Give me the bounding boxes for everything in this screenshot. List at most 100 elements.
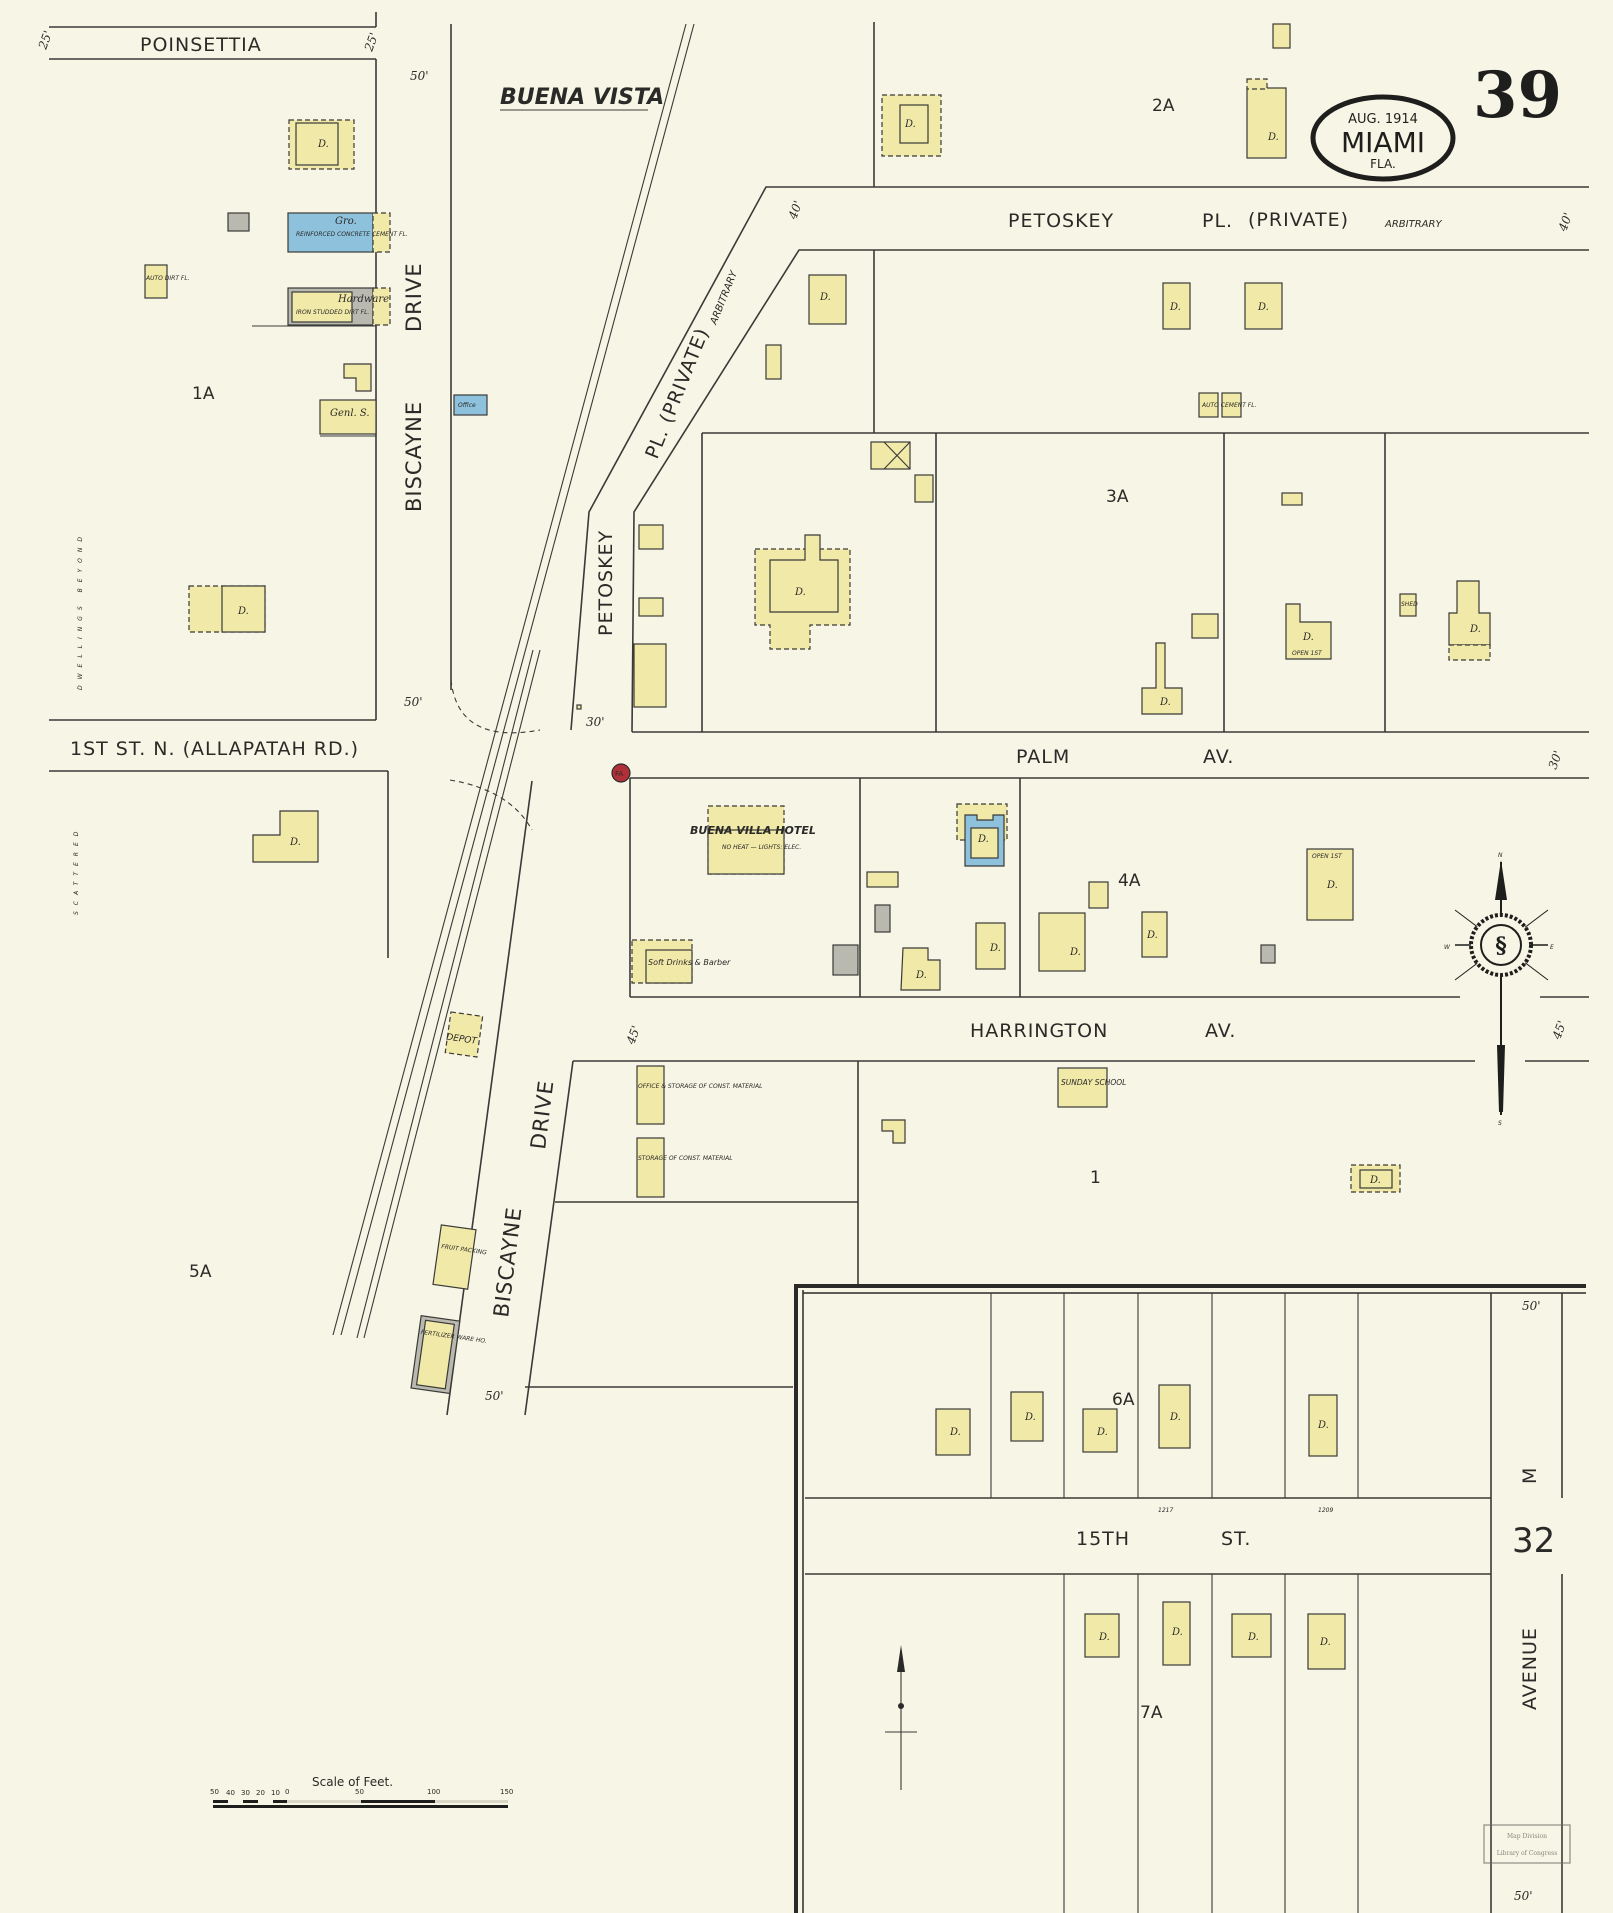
building-small bbox=[638, 597, 664, 617]
street-label-private: (PRIVATE) bbox=[1248, 209, 1349, 231]
sheet-state: FLA. bbox=[1370, 157, 1396, 171]
building-label: D. bbox=[989, 943, 1001, 954]
building-note: AUTO DIRT FL. bbox=[145, 275, 190, 282]
street-label-petoskey: PETOSKEY bbox=[1008, 210, 1114, 232]
sheet-date: AUG. 1914 bbox=[1348, 112, 1418, 127]
building-note: AUTO CEMENT FL. bbox=[1201, 402, 1257, 409]
street-width: 25' bbox=[35, 29, 55, 52]
building-label: D. bbox=[1169, 1412, 1181, 1423]
sheet-number: 39 bbox=[1473, 58, 1562, 133]
building-grocery bbox=[287, 212, 374, 253]
street-label-petoskey-diagonal: PETOSKEY bbox=[595, 530, 617, 636]
street-width: 25' bbox=[361, 31, 381, 54]
scale-tick: 0 bbox=[285, 1788, 289, 1796]
building-dwelling bbox=[1141, 642, 1183, 715]
street-width: 30' bbox=[1546, 749, 1566, 771]
street-label-drive: DRIVE bbox=[402, 262, 426, 332]
scale-title: Scale of Feet. bbox=[312, 1775, 393, 1789]
building-label: D. bbox=[904, 119, 916, 130]
building-dwelling bbox=[1158, 1384, 1191, 1449]
building-auto-garage bbox=[1191, 613, 1219, 639]
building-label: D. bbox=[1319, 1637, 1331, 1648]
building-label: SHED bbox=[1401, 601, 1418, 608]
scale-tick: 30 bbox=[241, 1789, 250, 1797]
street-width: 50' bbox=[404, 695, 423, 709]
building-dwelling bbox=[975, 922, 1006, 970]
building-note: IRON STUDDED DIRT FL. bbox=[296, 309, 369, 316]
street-label-biscayne: BISCAYNE bbox=[402, 401, 426, 512]
building-auto-garage bbox=[144, 264, 168, 299]
street-label-palm: PALM bbox=[1016, 746, 1070, 768]
inset-border bbox=[794, 1284, 1586, 1913]
building-label: D. bbox=[1302, 632, 1314, 643]
building-label: D. bbox=[1159, 697, 1171, 708]
building-general-store bbox=[319, 399, 377, 435]
building-label: DEPOT bbox=[446, 1033, 479, 1047]
building-dwelling bbox=[1231, 1613, 1272, 1658]
building-auto-garage bbox=[1198, 392, 1219, 418]
building-office bbox=[453, 394, 488, 416]
street-label-pl: PL. bbox=[1202, 210, 1233, 232]
building-label: Genl. S. bbox=[330, 408, 370, 419]
building-dwelling bbox=[935, 1408, 971, 1456]
building-dwelling bbox=[1272, 23, 1291, 49]
compass-n: N bbox=[1498, 852, 1503, 859]
building-label: D. bbox=[1369, 1175, 1381, 1186]
building-label: D. bbox=[317, 139, 329, 150]
building-dwelling bbox=[1038, 912, 1086, 972]
building-note: REINFORCED CONCRETE CEMENT FL. bbox=[296, 231, 408, 238]
building-depot: DEPOT bbox=[444, 1011, 484, 1058]
compass-w: W bbox=[1444, 944, 1451, 951]
building-label: D. bbox=[1317, 1420, 1329, 1431]
scale-tick: 10 bbox=[271, 1789, 280, 1797]
house-number: 1209 bbox=[1318, 1507, 1333, 1514]
street-width: 50' bbox=[1522, 1299, 1541, 1313]
svg-text:§: § bbox=[1495, 933, 1507, 959]
building-label: D. bbox=[1146, 930, 1158, 941]
building-label: Gro. bbox=[335, 216, 357, 227]
building-dwelling bbox=[881, 1119, 906, 1144]
building-motor-shed bbox=[765, 344, 782, 380]
street-label-arbitrary: ARBITRARY bbox=[1384, 219, 1442, 230]
note-scattered: SCATTERED bbox=[73, 826, 80, 915]
building-label: D. bbox=[237, 606, 249, 617]
building-label: Office bbox=[458, 402, 476, 409]
building-small bbox=[914, 474, 934, 503]
building-dwelling bbox=[1010, 1391, 1044, 1442]
building-label: D. bbox=[949, 1427, 961, 1438]
adjoining-sheet-number: 32 bbox=[1512, 1521, 1555, 1561]
scale-tick: 40 bbox=[226, 1789, 235, 1797]
street-width: 40' bbox=[785, 199, 805, 222]
library-stamp: Map Division Library of Congress bbox=[1483, 1824, 1571, 1864]
building-dwelling bbox=[1244, 282, 1283, 330]
building-small-storage bbox=[227, 212, 250, 232]
scale-tick: 150 bbox=[500, 1788, 513, 1796]
building-label: D. bbox=[1267, 132, 1279, 143]
building-dwelling bbox=[252, 810, 319, 863]
stamp-line: Map Division bbox=[1507, 1833, 1547, 1840]
area-label-buena-vista: BUENA VISTA bbox=[500, 85, 664, 110]
street-label-15th-st: ST. bbox=[1221, 1528, 1251, 1550]
building-small bbox=[866, 871, 899, 888]
building-sunday-school bbox=[1057, 1067, 1108, 1108]
building-shop bbox=[343, 363, 372, 392]
building-label: D. bbox=[289, 837, 301, 848]
building-label: D. bbox=[1257, 302, 1269, 313]
scale-tick: 20 bbox=[256, 1789, 265, 1797]
building-dwelling bbox=[1162, 1601, 1191, 1666]
block-number: 5A bbox=[189, 1262, 212, 1282]
building-office-storage bbox=[636, 1065, 665, 1125]
building-dwelling bbox=[1448, 580, 1491, 646]
building-auto-garage bbox=[874, 904, 891, 933]
street-label-15th: 15TH bbox=[1076, 1528, 1130, 1550]
buildings: D. Gro. REINFORCED CONCRETE CEMENT FL. A… bbox=[144, 23, 1491, 1670]
scale-tick: 50 bbox=[355, 1788, 364, 1796]
block-number: 1A bbox=[192, 384, 215, 404]
scale-bar: Scale of Feet. 50 40 30 20 10 0 50 100 1… bbox=[210, 1775, 513, 1808]
building-auto-garage bbox=[1088, 881, 1109, 909]
street-width: 40' bbox=[1555, 211, 1575, 234]
building-label: D. bbox=[1326, 880, 1338, 891]
building-shed bbox=[1399, 593, 1417, 617]
